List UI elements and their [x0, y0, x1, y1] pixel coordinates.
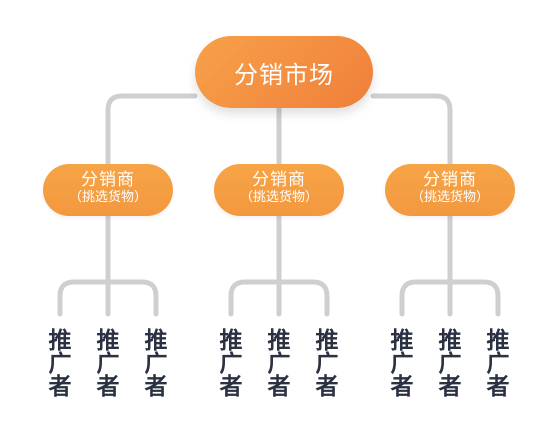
- distributor-sublabel: （挑选货物）: [410, 190, 489, 205]
- promoter-node: 推 广 者: [48, 328, 72, 400]
- distributor-label: 分销商: [423, 170, 477, 190]
- promoter-node: 推 广 者: [96, 328, 120, 400]
- promoter-node: 推 广 者: [219, 328, 243, 400]
- distributor-node-1: 分销商 （挑选货物）: [43, 164, 173, 216]
- promoter-node: 推 广 者: [390, 328, 414, 400]
- connector-dist3-branch: [399, 279, 501, 317]
- distributor-label: 分销商: [252, 170, 306, 190]
- distributor-sublabel: （挑选货物）: [68, 190, 147, 205]
- promoter-node: 推 广 者: [267, 328, 291, 400]
- connector-dist1-branch: [57, 279, 159, 317]
- root-node-distribution-market: 分销市场: [195, 36, 373, 108]
- distributor-sublabel: （挑选货物）: [239, 190, 318, 205]
- promoter-node: 推 广 者: [315, 328, 339, 400]
- distributor-node-3: 分销商 （挑选货物）: [385, 164, 515, 216]
- promoter-node: 推 广 者: [144, 328, 168, 400]
- connector-root-right: [370, 93, 453, 167]
- distributor-label: 分销商: [81, 170, 135, 190]
- connector-root-left: [105, 93, 198, 167]
- promoter-node: 推 广 者: [438, 328, 462, 400]
- connector-dist2-branch: [228, 279, 330, 317]
- promoter-node: 推 广 者: [486, 328, 510, 400]
- root-node-label: 分销市场: [234, 60, 334, 89]
- distributor-node-2: 分销商 （挑选货物）: [214, 164, 344, 216]
